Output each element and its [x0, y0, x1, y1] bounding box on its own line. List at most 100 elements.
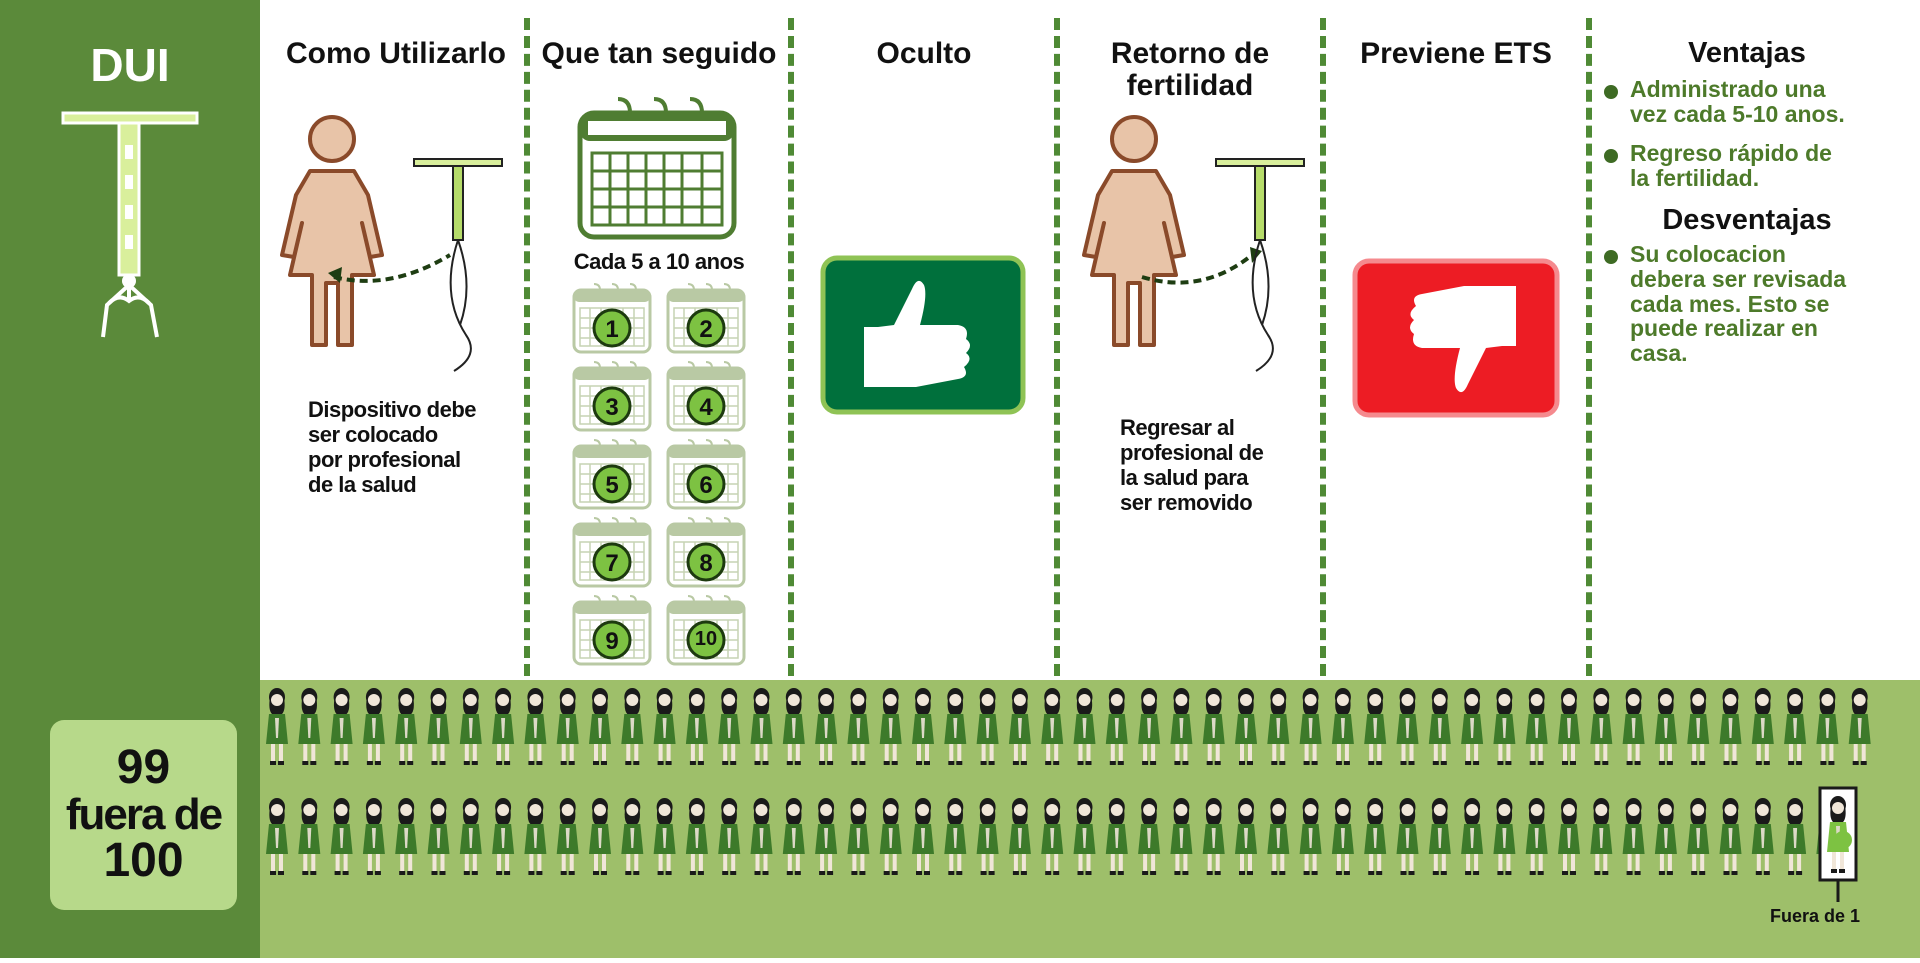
woman-icon	[1719, 688, 1742, 765]
woman-icon	[362, 688, 385, 765]
caption-line: profesional de	[1120, 439, 1264, 465]
woman-icon	[589, 798, 611, 875]
method-title: DUI	[90, 39, 170, 91]
woman-icon	[1299, 688, 1322, 765]
woman-icon	[1041, 688, 1064, 765]
woman-icon	[459, 688, 482, 765]
woman-icon	[1590, 798, 1613, 875]
ventajas-title: Ventajas	[1688, 37, 1806, 69]
woman-icon	[1331, 798, 1354, 875]
pro-item: Administrado una vez cada 5-10 anos.	[1602, 77, 1902, 127]
woman-icon	[1202, 688, 1225, 765]
caption-line: Regresar al	[1120, 415, 1235, 440]
woman-icon	[427, 688, 450, 765]
pro-line: Administrado una	[1630, 76, 1826, 103]
calendar-number: 8	[699, 550, 713, 577]
pro-line: Regreso rápido de	[1630, 139, 1832, 166]
woman-icon	[1687, 798, 1710, 875]
woman-icon	[1235, 798, 1257, 875]
woman-icon	[1654, 688, 1677, 765]
woman-icon	[718, 688, 741, 765]
woman-icon	[492, 798, 515, 875]
woman-icon	[1170, 798, 1193, 875]
woman-icon	[1138, 798, 1161, 875]
woman-icon	[1687, 688, 1710, 765]
woman-icon	[1816, 688, 1839, 765]
fuera-label: Fuera de 1	[1770, 906, 1861, 926]
woman-icon	[1267, 798, 1290, 875]
woman-icon	[1267, 688, 1290, 765]
woman-icon	[750, 688, 773, 765]
calendar-small-icon: 1	[572, 282, 652, 359]
woman-icon	[879, 688, 902, 765]
woman-icon	[1751, 688, 1774, 765]
woman-icon	[1396, 688, 1419, 765]
woman-icon	[266, 688, 288, 765]
effectiveness-stat: 99 fuera de 100	[50, 720, 237, 910]
con-line: cada mes. Esto se	[1630, 290, 1830, 317]
woman-icon	[1428, 688, 1451, 765]
woman-icon	[1622, 798, 1645, 875]
sidebar: DUI 99 fuera de 100	[0, 0, 260, 958]
calendar-small-icon: 5	[572, 438, 652, 515]
woman-icon	[750, 798, 773, 875]
woman-icon	[330, 688, 353, 765]
woman-icon	[1364, 688, 1387, 765]
caption-line: ser colocado	[308, 421, 438, 447]
woman-icon	[1525, 688, 1548, 765]
calendar-number: 1	[605, 316, 619, 343]
bullet-icon	[1604, 148, 1618, 163]
column-divider	[524, 18, 530, 676]
con-line: Su colocacion	[1630, 240, 1786, 267]
woman-icon	[621, 798, 644, 875]
pro-line: vez cada 5-10 anos.	[1630, 101, 1845, 128]
woman-icon	[1299, 798, 1322, 875]
woman-icon	[1784, 688, 1807, 765]
woman-iud-icon	[1082, 115, 1305, 372]
woman-icon	[1525, 798, 1548, 875]
woman-icon	[298, 798, 321, 875]
woman-icon	[1461, 798, 1484, 875]
woman-icon	[427, 798, 450, 875]
woman-icon	[1590, 688, 1613, 765]
calendar-number: 5	[605, 472, 619, 499]
thumbs-up-icon	[820, 255, 1026, 415]
woman-icon	[621, 688, 644, 765]
calendar-number: 3	[605, 394, 619, 421]
stat-number: 99	[116, 740, 171, 794]
woman-icon	[1558, 688, 1580, 765]
woman-icon	[459, 798, 482, 875]
pro-item: Regreso rápido de la fertilidad.	[1602, 141, 1902, 191]
woman-icon	[524, 798, 547, 875]
woman-icon	[944, 688, 967, 765]
calendar-small-icon: 6	[666, 438, 746, 515]
woman-icon	[492, 688, 515, 765]
pro-line: la fertilidad.	[1630, 164, 1760, 191]
caption-line: por profesional	[308, 446, 461, 472]
woman-icon	[589, 688, 611, 765]
woman-icon	[1170, 688, 1193, 765]
woman-icon	[653, 798, 676, 875]
woman-icon	[1105, 688, 1128, 765]
woman-icon	[944, 798, 967, 875]
woman-icon	[1396, 798, 1419, 875]
woman-icon	[653, 688, 676, 765]
stat-total: 100	[103, 834, 184, 888]
column-divider	[1320, 18, 1326, 676]
people-figures	[266, 688, 1871, 902]
col-retorno-caption: Regresar al profesional de la salud para…	[1120, 415, 1264, 515]
woman-icon	[879, 798, 902, 875]
woman-icon	[847, 688, 870, 765]
woman-icon	[1622, 688, 1645, 765]
woman-icon	[685, 798, 708, 875]
column-divider	[1054, 18, 1060, 676]
column-divider	[788, 18, 794, 676]
desventajas-title: Desventajas	[1662, 203, 1832, 236]
woman-icon	[524, 688, 547, 765]
woman-icon	[1105, 798, 1128, 875]
woman-icon	[815, 688, 838, 765]
woman-icon	[1364, 798, 1387, 875]
title-line: fertilidad	[1126, 69, 1254, 103]
calendar-small-icon: 9	[572, 594, 652, 671]
woman-icon	[815, 798, 838, 875]
